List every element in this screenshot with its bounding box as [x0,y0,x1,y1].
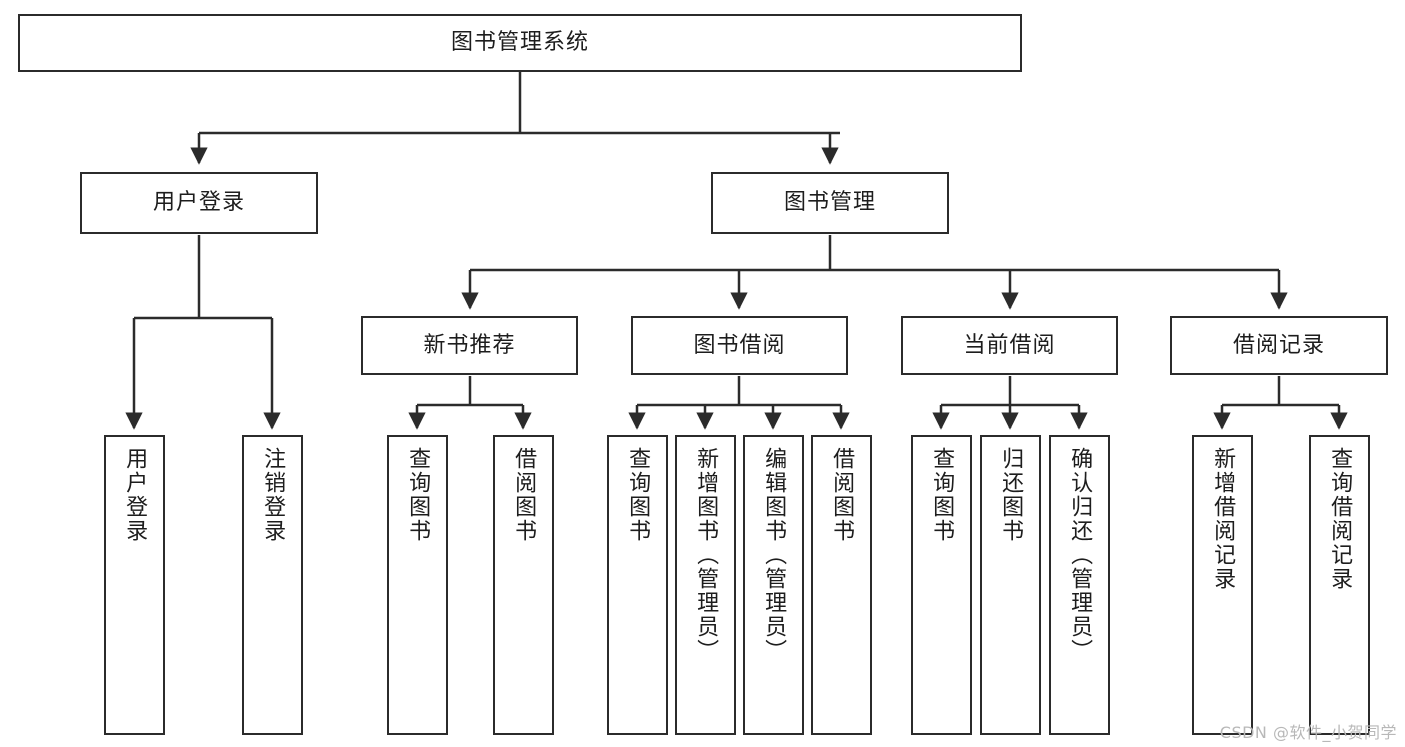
node-label: 新增图书（管理员） [693,447,719,663]
node-leaf-return-book[interactable]: 归还图书 [980,435,1041,735]
node-leaf-borrow-book-recommend[interactable]: 借阅图书 [493,435,554,735]
node-label: 注销登录 [260,447,286,543]
node-label: 新增借阅记录 [1210,447,1236,591]
node-label: 归还图书 [998,447,1024,543]
node-book-borrow[interactable]: 图书借阅 [631,316,848,375]
node-label: 查询图书 [625,447,651,543]
node-label: 用户登录 [152,190,245,216]
node-current-borrow[interactable]: 当前借阅 [901,316,1118,375]
node-leaf-edit-book-admin[interactable]: 编辑图书（管理员） [743,435,804,735]
node-label: 图书借阅 [693,332,786,358]
node-borrow-record[interactable]: 借阅记录 [1170,316,1388,375]
node-leaf-add-borrow-record[interactable]: 新增借阅记录 [1192,435,1253,735]
node-leaf-confirm-return-admin[interactable]: 确认归还（管理员） [1049,435,1110,735]
node-label: 图书管理系统 [450,30,589,56]
node-leaf-user-login[interactable]: 用户登录 [104,435,165,735]
node-new-book-recommend[interactable]: 新书推荐 [361,316,578,375]
node-book-management[interactable]: 图书管理 [711,172,949,234]
node-label: 借阅记录 [1232,332,1325,358]
node-label: 查询图书 [405,447,431,543]
node-label: 编辑图书（管理员） [761,447,787,663]
node-leaf-query-book-borrow[interactable]: 查询图书 [607,435,668,735]
node-label: 当前借阅 [963,332,1056,358]
node-label: 查询图书 [929,447,955,543]
node-leaf-borrow-book[interactable]: 借阅图书 [811,435,872,735]
node-label: 图书管理 [783,190,876,216]
node-leaf-add-book-admin[interactable]: 新增图书（管理员） [675,435,736,735]
node-leaf-query-book-current[interactable]: 查询图书 [911,435,972,735]
node-leaf-query-borrow-record[interactable]: 查询借阅记录 [1309,435,1370,735]
node-label: 新书推荐 [423,332,516,358]
node-user-login[interactable]: 用户登录 [80,172,318,234]
csdn-watermark: CSDN @软件_小贺同学 [1219,723,1397,742]
node-leaf-query-book-recommend[interactable]: 查询图书 [387,435,448,735]
node-root-system[interactable]: 图书管理系统 [18,14,1022,72]
node-label: 借阅图书 [511,447,537,543]
node-label: 借阅图书 [829,447,855,543]
node-label: 查询借阅记录 [1327,447,1353,591]
node-label: 确认归还（管理员） [1067,447,1093,663]
node-leaf-user-logout[interactable]: 注销登录 [242,435,303,735]
node-label: 用户登录 [122,447,148,543]
